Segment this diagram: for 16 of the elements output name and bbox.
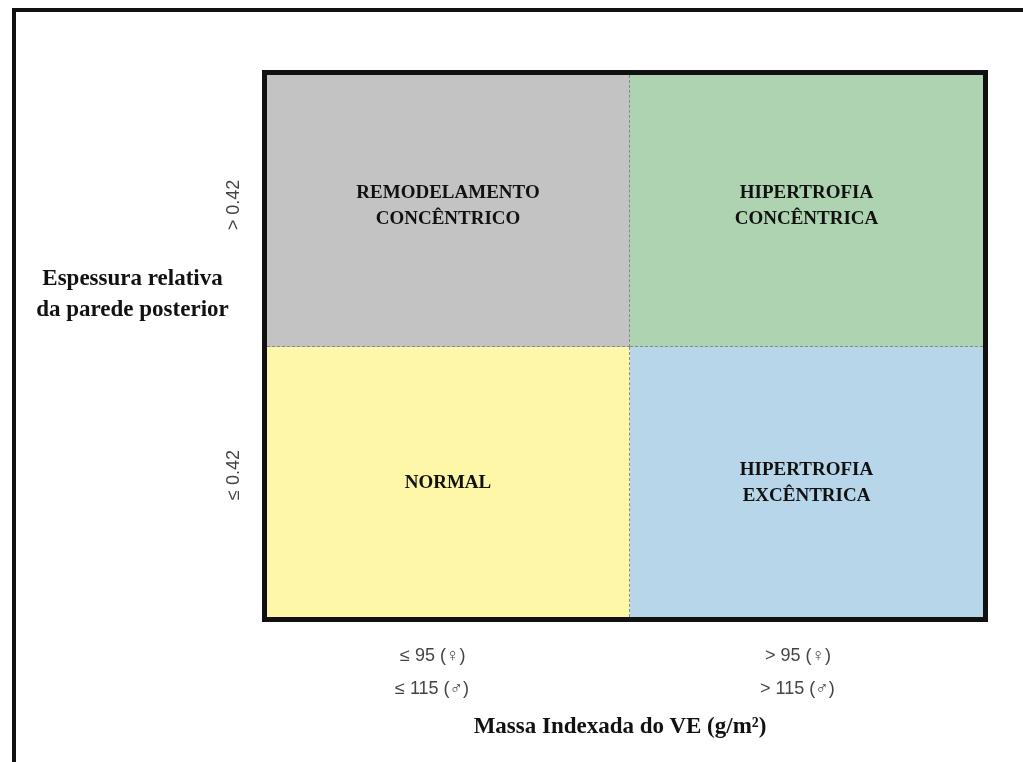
quadrant-label: REMODELAMENTO CONCÊNTRICO	[355, 180, 541, 230]
tick-label: > 95 (♀)	[765, 645, 832, 666]
axis-title: Massa Indexada do VE (g/m²)	[472, 712, 768, 740]
quadrant-box	[267, 75, 630, 347]
tick-label: > 0.42	[222, 179, 244, 231]
tick-label: > 115 (♂)	[760, 678, 835, 699]
quadrant-label: NORMAL	[403, 470, 493, 495]
axis-title: Espessura relativa da parede posterior	[35, 264, 230, 324]
quadrant-box	[630, 75, 983, 347]
quadrant-box	[267, 347, 630, 617]
quadrant-label: HIPERTROFIA EXCÊNTRICA	[738, 457, 875, 507]
quadrant-label: HIPERTROFIA CONCÊNTRICA	[733, 180, 880, 230]
tick-label: ≤ 115 (♂)	[395, 678, 470, 699]
quadrant-box	[630, 347, 983, 617]
tick-label: ≤ 95 (♀)	[400, 645, 466, 666]
tick-label: ≤ 0.42	[222, 450, 244, 500]
